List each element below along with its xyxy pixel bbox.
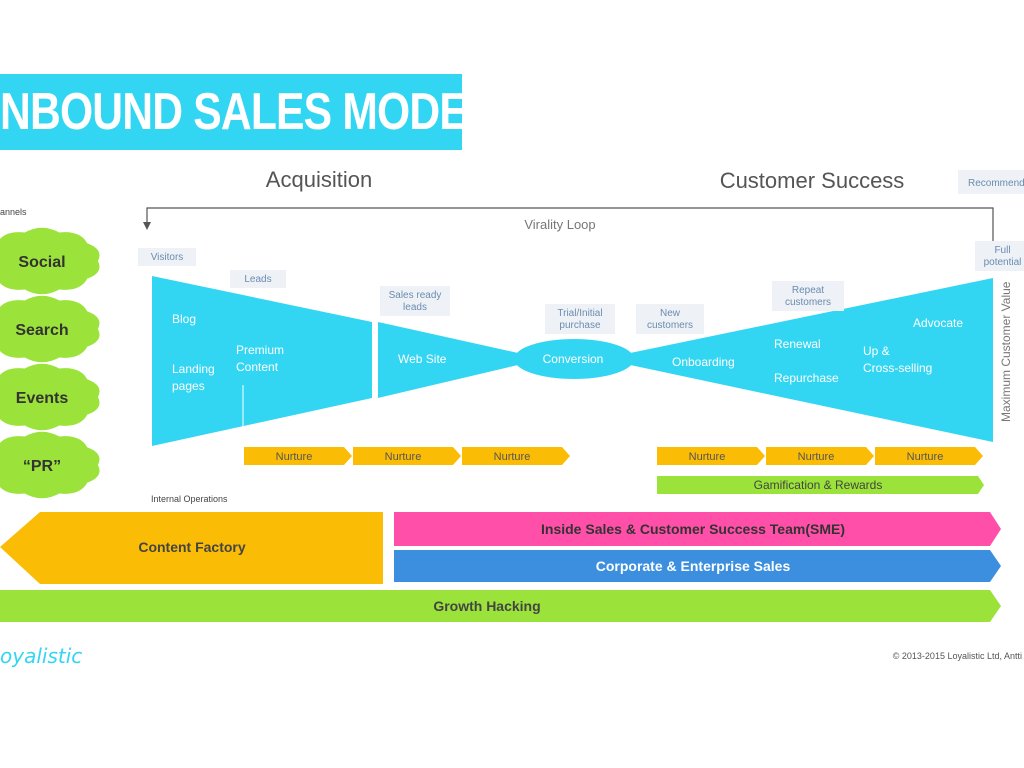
up-cross-selling-label: Up & <box>863 344 890 358</box>
stage-tag-line: customers <box>785 297 831 308</box>
stage-tag-leads: Leads <box>244 274 271 285</box>
stage-tag-visitors: Visitors <box>151 252 184 263</box>
channel-label: Social <box>18 254 65 271</box>
blog-label: Blog <box>172 312 196 326</box>
stage-tag-box <box>975 241 1024 271</box>
content-factory-label: Content Factory <box>138 539 246 555</box>
channel-cloud <box>0 431 100 499</box>
stage-tag-line: New <box>660 308 681 319</box>
premium-content-label: Premium <box>236 343 284 357</box>
stage-tag-line: Sales ready <box>389 290 442 301</box>
stage-tag-box <box>230 270 286 288</box>
channel-cloud <box>0 295 100 363</box>
nurture-label: Nurture <box>689 451 726 463</box>
nurture-chevron <box>766 447 874 465</box>
channel-cloud <box>0 227 100 295</box>
internal-operations-label: Internal Operations <box>151 494 228 504</box>
gamification-label: Gamification & Rewards <box>754 478 883 492</box>
stage-tag-line: Full <box>994 245 1010 256</box>
channels-label: annels <box>0 207 27 217</box>
nurture-chevron <box>462 447 570 465</box>
channel-label: “PR” <box>23 458 61 475</box>
landing-pages-label: Landing <box>172 362 215 376</box>
renewal-label: Renewal <box>774 337 821 351</box>
maximum-customer-value-label: Maximum Customer Value <box>999 281 1013 422</box>
acquisition-heading: Acquisition <box>266 167 372 192</box>
nurture-chevron <box>353 447 461 465</box>
repurchase-label: Repurchase <box>774 371 839 385</box>
inside-sales-bar <box>394 512 1001 546</box>
landing-pages-label: Landing pages <box>172 362 215 393</box>
content-factory-bar <box>0 512 383 584</box>
inside-sales-label: Inside Sales & Customer Success Team(SME… <box>541 521 845 537</box>
stage-tag-line: leads <box>403 302 427 313</box>
nurture-label: Nurture <box>907 451 944 463</box>
website-label: Web Site <box>398 352 447 366</box>
channel-label: Events <box>16 390 69 407</box>
nurture-chevron <box>244 447 352 465</box>
up-cross-selling-label: Cross-selling <box>863 361 932 375</box>
nurture-label: Nurture <box>798 451 835 463</box>
copyright-text: © 2013-2015 Loyalistic Ltd, Antti <box>893 651 1022 661</box>
conversion-node <box>514 339 634 379</box>
advocate-label: Advocate <box>913 316 963 330</box>
nurture-label: Nurture <box>385 451 422 463</box>
stage-tag-box <box>545 304 615 334</box>
nurture-label: Nurture <box>494 451 531 463</box>
virality-loop-arrowhead <box>143 222 151 230</box>
stage-tag-line: Repeat <box>792 285 824 296</box>
stage-tag-box <box>138 248 196 266</box>
nurture-label: Nurture <box>276 451 313 463</box>
growth-hacking-bar <box>0 590 1001 622</box>
recommend-tag: Recommend <box>968 178 1024 189</box>
page-title: NBOUND SALES MODEL <box>0 83 493 141</box>
virality-loop-line <box>146 207 994 250</box>
acquisition-funnel-left <box>152 276 372 446</box>
stage-tag-line: Trial/Initial <box>557 308 602 319</box>
title-banner <box>0 74 462 150</box>
channel-label: Search <box>15 322 68 339</box>
recommend-tag-box <box>958 170 1024 194</box>
virality-loop-label: Virality Loop <box>524 217 595 232</box>
conversion-label: Conversion <box>543 352 604 366</box>
acquisition-funnel-mid <box>378 322 518 398</box>
landing-pages-label: pages <box>172 379 205 393</box>
channel-cloud <box>0 363 100 431</box>
stage-tag-line: purchase <box>559 320 601 331</box>
customer-success-funnel <box>630 278 993 442</box>
nurture-chevron <box>875 447 983 465</box>
stage-tag-box <box>380 286 450 316</box>
stage-tag-line: customers <box>647 320 693 331</box>
up-cross-selling-label: Up & Cross-selling <box>863 344 932 375</box>
corporate-sales-label: Corporate & Enterprise Sales <box>596 558 791 574</box>
loyalistic-logo: oyalistic <box>0 644 82 668</box>
corporate-sales-bar <box>394 550 1001 582</box>
growth-hacking-label: Growth Hacking <box>433 598 540 614</box>
customer-success-heading: Customer Success <box>720 168 905 193</box>
stage-tag-box <box>772 281 844 311</box>
stage-tag-box <box>636 304 704 334</box>
nurture-chevron <box>657 447 765 465</box>
gamification-bar <box>657 476 984 494</box>
premium-content-label: Content <box>236 360 279 374</box>
stage-tag-line: potential <box>984 257 1022 268</box>
onboarding-label: Onboarding <box>672 355 735 369</box>
